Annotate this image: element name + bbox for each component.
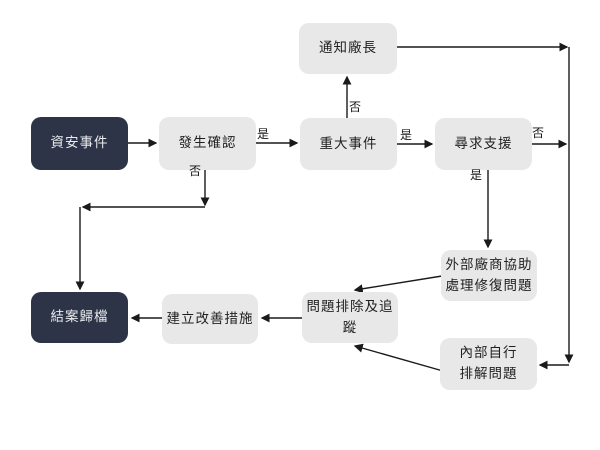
node-external-vendor-line2: 處理修復問題	[445, 277, 533, 293]
arrow-external-to-track	[353, 275, 443, 294]
edge-label-confirm-no: 否	[189, 164, 202, 178]
node-internal: 內部自行 排解問題	[440, 338, 537, 390]
node-internal-line2: 排解問題	[459, 366, 518, 381]
node-improve-label: 建立改善措施	[166, 310, 254, 326]
node-internal-line1: 內部自行	[459, 345, 518, 361]
node-major: 重大事件	[300, 118, 397, 170]
arrow-internal-to-track	[353, 343, 444, 372]
node-confirm-label: 發生確認	[178, 135, 237, 151]
node-notify-label: 通知廠長	[319, 40, 377, 56]
node-support: 尋求支援	[435, 118, 532, 170]
node-external-vendor-line1: 外部廠商協助	[445, 256, 533, 272]
node-track-label: 問題排除及追蹤	[306, 298, 394, 335]
edge-label-support-yes: 是	[470, 168, 483, 182]
edge-label-major-yes: 是	[400, 128, 413, 142]
node-support-label: 尋求支援	[454, 135, 513, 151]
node-incident: 資安事件	[31, 117, 128, 170]
node-archive: 結案歸檔	[31, 292, 128, 343]
edge-label-confirm-yes: 是	[257, 127, 270, 141]
node-track: 問題排除及追蹤	[302, 292, 398, 343]
node-archive-label: 結案歸檔	[50, 309, 109, 325]
node-incident-label: 資安事件	[50, 135, 109, 151]
node-external-vendor: 外部廠商協助 處理修復問題	[441, 250, 537, 301]
node-confirm: 發生確認	[159, 117, 256, 170]
node-improve: 建立改善措施	[162, 294, 258, 344]
node-major-label: 重大事件	[319, 135, 378, 151]
edge-label-major-no: 否	[349, 100, 362, 114]
node-notify: 通知廠長	[299, 23, 397, 74]
edge-label-support-no: 否	[532, 126, 545, 140]
